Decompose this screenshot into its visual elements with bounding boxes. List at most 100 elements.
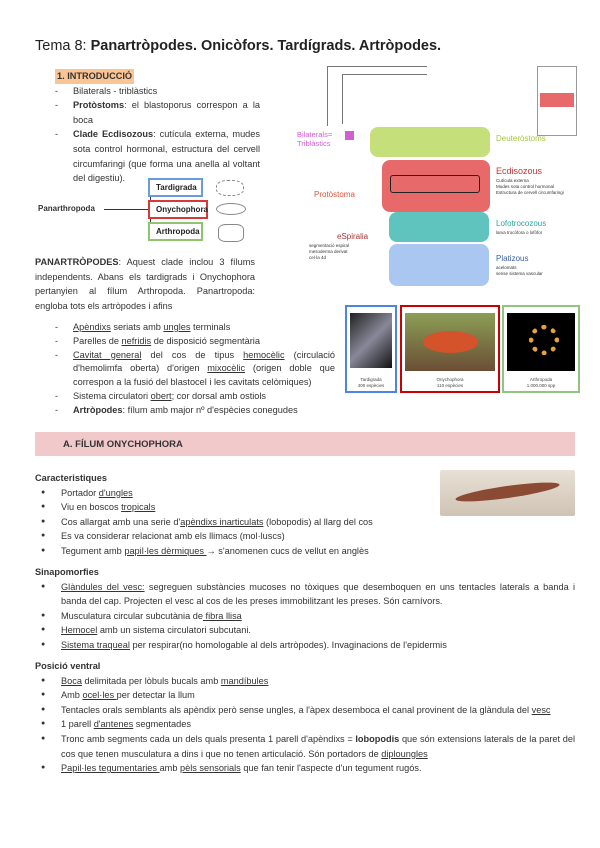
bold-term: Artròpodes [73, 404, 123, 415]
list-item: Portador d'ungles [35, 486, 575, 501]
list-item: Tegument amb papil·les dèrmiques → s'ano… [35, 544, 575, 559]
branch-tardigrada: Tardigrada [148, 178, 203, 197]
list-item: Es va considerar relacionat amb els llim… [35, 529, 575, 544]
features-list: Apèndixs seriats amb ungles terminalsPar… [55, 321, 335, 418]
bold-term: Clade Ecdisozous [73, 129, 154, 140]
list-item: Artròpodes: fílum amb major nº d'espècie… [55, 404, 335, 418]
list-item: Glàndules del vesc: segreguen substàncie… [35, 580, 575, 609]
text-segment: (lobopodis) al llarg del cos [263, 516, 373, 527]
text-segment: Bilaterals - triblàstics [73, 85, 158, 96]
underlined-term: obert [150, 390, 172, 401]
list-item: Amb ocel·les per detectar la llum [35, 688, 575, 703]
lofotrocozous-note: larva trocòfora o lofòfor [496, 230, 543, 235]
text-segment: Amb [61, 690, 83, 701]
text-segment: per detectar la llum [116, 690, 195, 701]
sinapomorfies-heading: Sinapomorfies [35, 567, 99, 577]
tree-branch [327, 66, 427, 126]
text-segment: ; cor dorsal amb ostiols [171, 390, 267, 401]
list-item: Parelles de nefridis de disposició segme… [55, 335, 335, 349]
underlined-term: Papil·les tegumentaries [61, 763, 160, 774]
text-segment: amb un sistema circulatori subcutani. [97, 625, 251, 636]
caracteristiques-list: Portador d'unglesViu en boscos tropicals… [35, 486, 575, 559]
photo-count: 400 espècies [357, 383, 385, 388]
underlined-term: Apèndixs [73, 322, 111, 332]
label-bilaterals: Bilaterals= Triblàstics [297, 130, 333, 148]
underlined-term: hemocèlic [243, 349, 285, 360]
underlined-term: d'antenes [93, 719, 134, 730]
text-segment: : cutícula externa, mudes sota control h… [73, 129, 260, 184]
label-protostoma: Protòstoma [314, 190, 355, 199]
underlined-term: tropicals [121, 502, 156, 513]
list-item: Clade Ecdisozous: cutícula externa, mude… [55, 127, 260, 185]
text-segment: amb [159, 763, 180, 774]
text-segment: (origen doble que correspon a la fusió d… [73, 363, 335, 388]
list-item: Hemocel amb un sistema circulatori subcu… [35, 623, 575, 638]
underlined-term: ungles [163, 322, 191, 332]
underlined-term: papil·les dèrmiques [124, 545, 207, 556]
underlined-term: Boca [61, 675, 82, 686]
list-item: Cavitat general del cos de tipus hemocèl… [55, 349, 335, 390]
text-segment: Tentacles orals semblants als apèndix pe… [61, 704, 532, 715]
list-item: Viu en boscos tropicals [35, 500, 575, 515]
clade-platyzoa [389, 244, 489, 286]
note: Mudes sota control hormonal [496, 184, 555, 189]
note: Estructura de cervell circumfaringi [496, 190, 564, 195]
underlined-term: vesc [531, 704, 551, 715]
note: segmentació espiral [309, 243, 350, 248]
bold-term: lobopodis [355, 733, 400, 744]
list-item: Bilaterals - triblàstics [55, 84, 260, 99]
underlined-term: mixocèlic [207, 363, 246, 374]
bold-term: Protòstoms [73, 100, 125, 111]
list-item: Tentacles orals semblants als apèndix pe… [35, 703, 575, 718]
list-item: 1 parell d'antenes segmentades [35, 717, 575, 732]
note: sense sistema vascular [496, 271, 543, 276]
label-deuterostoms: Deuteròstoms [496, 134, 546, 143]
list-item: Cos allargat amb una serie d'apèndixs in… [35, 515, 575, 530]
list-item: Papil·les tegumentaries amb pèls sensori… [35, 761, 575, 776]
tree-branch [342, 74, 427, 124]
list-item: Apèndixs seriats amb ungles terminals [55, 321, 335, 335]
label-espiralia: eSpiralia [337, 232, 369, 241]
panartropodes-paragraph: PANARTRÒPODES: Aquest clade inclou 3 fíl… [35, 257, 255, 311]
underlined-term: mandíbules [220, 675, 269, 686]
text-segment: : fílum amb major nº d'espècies conegude… [122, 404, 298, 415]
underlined-term: Hemocel [61, 625, 98, 636]
underlined-term: diploungles [381, 748, 428, 759]
list-item: Boca delimitada per lòbuls bucals amb ma… [35, 674, 575, 689]
photo-count: 110 espècies [436, 383, 464, 388]
text-segment: : el blastoporus correspon a la boca [73, 100, 260, 125]
bilaterals-node [345, 131, 354, 140]
section-a-heading: A. FÍLUM ONYCHOPHORA [35, 432, 575, 456]
intro-section: 1. INTRODUCCIÓ Bilaterals - triblàsticsP… [55, 69, 260, 186]
underlined-term: Cavitat general [73, 349, 142, 360]
text-segment: Viu en boscos [61, 502, 122, 513]
list-item: Protòstoms: el blastoporus correspon a l… [55, 98, 260, 127]
underlined-term: pèls sensorials [180, 763, 241, 774]
text-segment: → s'anomenen cucs de vellut en anglès [206, 545, 369, 556]
intro-heading: 1. INTRODUCCIÓ [55, 69, 135, 84]
caracteristiques-section: Caracteristiques Portador d'unglesViu en… [35, 471, 575, 559]
panarthropoda-diagram: Panarthropoda Tardigrada Onychophora Art… [38, 178, 248, 248]
label-lofotrocozous: Lofotrocozous [496, 219, 547, 228]
text-segment: que fan tenir l'aspecte d'un tegument ru… [240, 763, 422, 774]
list-item: Tronc amb segments cada un dels quals pr… [35, 732, 575, 761]
list-item: Sistema circulatori obert; cor dorsal am… [55, 390, 335, 404]
clade-ecdysozoa [382, 160, 490, 212]
text-segment: Cos allargat amb una serie d' [61, 516, 181, 527]
text-segment: segmentades [133, 719, 191, 730]
panarthropoda-highlight [390, 175, 480, 193]
text-segment: per respirar(no homologable al dels artr… [129, 639, 447, 650]
sinapomorfies-list: Glàndules del vesc: segreguen substàncie… [35, 580, 575, 653]
text-segment: segreguen substàncies mucoses no tòxique… [61, 581, 575, 607]
text-segment: delimitada per lòbuls bucals amb [81, 675, 221, 686]
posicio-section: Posició ventral Boca delimitada per lòbu… [35, 659, 575, 776]
list-item: Musculatura circular subcutània de fibra… [35, 609, 575, 624]
text-segment: de disposició segmentària [151, 335, 260, 346]
sinapomorfies-section: Sinapomorfies Glàndules del vesc: segreg… [35, 565, 575, 653]
clade-deuterostoms [370, 127, 490, 157]
